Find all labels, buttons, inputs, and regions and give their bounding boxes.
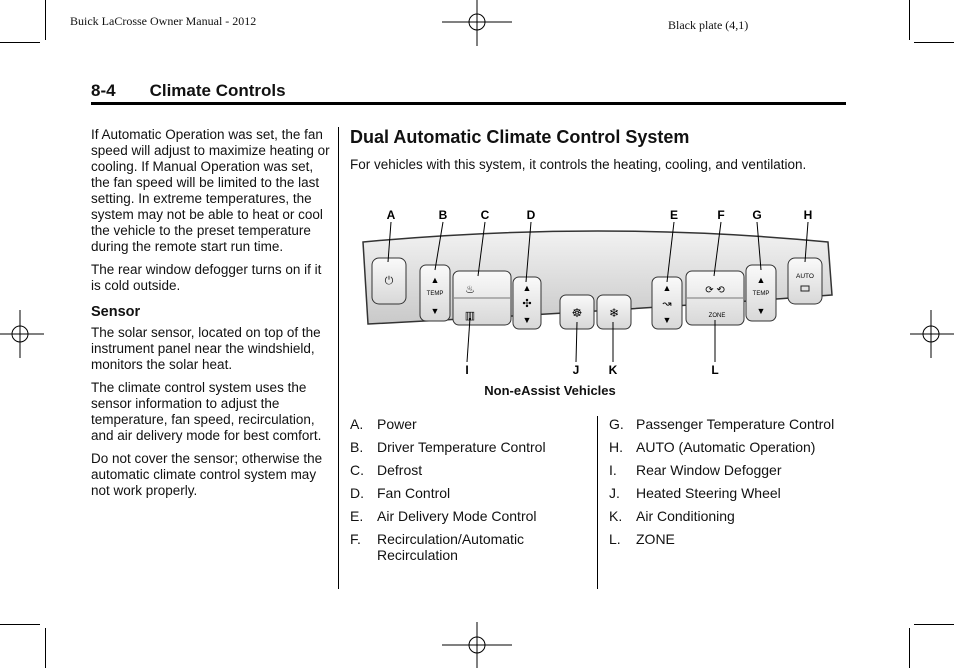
paragraph: Do not cover the sensor; otherwise the a… [91, 451, 323, 498]
section-heading: 8-4 Climate Controls [91, 81, 286, 101]
callout-label: C [481, 208, 490, 222]
intro-text: For vehicles with this system, it contro… [350, 157, 807, 172]
callout-label: D [527, 208, 536, 222]
power-button [371, 257, 407, 305]
callout-label: G [752, 208, 761, 222]
fan-button [512, 276, 542, 330]
manual-title: Buick LaCrosse Owner Manual - 2012 [70, 14, 257, 28]
section-title: Climate Controls [149, 81, 286, 100]
svg-text:▲: ▲ [663, 283, 672, 293]
legend-item: E.Air Delivery Mode Control [350, 508, 537, 524]
figure-caption: Non-eAssist Vehicles [484, 383, 616, 398]
svg-text:TEMP: TEMP [427, 291, 444, 297]
svg-text:▲: ▲ [523, 283, 532, 293]
system-title: Dual Automatic Climate Control System [350, 127, 690, 147]
legend-item: A.Power [350, 416, 417, 432]
legend-item: C.Defrost [350, 462, 423, 478]
svg-text:▥: ▥ [465, 310, 475, 322]
callout-label: I [465, 363, 468, 377]
svg-text:▲: ▲ [431, 275, 440, 285]
svg-text:☸: ☸ [572, 306, 583, 320]
legend-left: A.Power B.Driver Temperature Control C.D… [350, 416, 590, 570]
legend-item: L.ZONE [609, 531, 675, 547]
svg-text:▼: ▼ [431, 306, 440, 316]
legend-item: D.Fan Control [350, 485, 451, 501]
svg-text:▼: ▼ [523, 315, 532, 325]
legend-item: F.Recirculation/Automatic Recirculation [350, 531, 525, 563]
svg-text:ZONE: ZONE [709, 313, 726, 319]
svg-text:✣: ✣ [522, 298, 531, 310]
callout-label: B [439, 208, 448, 222]
legend-right: G.Passenger Temperature Control H.AUTO (… [609, 416, 849, 554]
svg-text:⏻: ⏻ [385, 274, 394, 287]
svg-text:▼: ▼ [757, 306, 766, 316]
legend-item: H.AUTO (Automatic Operation) [609, 439, 816, 455]
legend-item: G.Passenger Temperature Control [609, 416, 835, 432]
legend-item: J.Heated Steering Wheel [609, 485, 781, 501]
callout-label: J [573, 363, 580, 377]
callout-label: L [711, 363, 718, 377]
mode-button [651, 276, 683, 330]
svg-text:▲: ▲ [757, 275, 766, 285]
paragraph: The climate control system uses the sens… [91, 380, 322, 443]
left-column: If Automatic Operation was set, the fan … [91, 127, 331, 506]
callout-label: F [717, 208, 724, 222]
svg-text:TEMP: TEMP [753, 291, 770, 297]
section-number: 8-4 [91, 81, 116, 100]
heading-rule [91, 102, 846, 105]
svg-text:♨: ♨ [465, 284, 475, 296]
callout-label: E [670, 208, 678, 222]
svg-text:▼: ▼ [663, 315, 672, 325]
svg-text:AUTO: AUTO [796, 273, 814, 280]
svg-text:⟳ ⟲: ⟳ ⟲ [705, 285, 725, 296]
paragraph: The solar sensor, located on top of the … [91, 325, 321, 372]
callout-label: K [609, 363, 618, 377]
ac-button [596, 294, 632, 330]
legend-divider [597, 416, 598, 589]
auto-button [787, 257, 823, 305]
paragraph: The rear window defogger turns on if it … [91, 262, 322, 293]
plate-label: Black plate (4,1) [668, 18, 749, 32]
sensor-heading: Sensor [91, 304, 141, 320]
paragraph: If Automatic Operation was set, the fan … [91, 127, 330, 254]
driver-temp-button [419, 264, 451, 322]
svg-text:❄: ❄ [609, 306, 619, 320]
callout-label: H [804, 208, 813, 222]
callout-label: A [387, 208, 396, 222]
svg-text:↝: ↝ [662, 298, 671, 310]
legend-item: I.Rear Window Defogger [609, 462, 782, 478]
legend-item: K.Air Conditioning [609, 508, 735, 524]
column-divider [338, 127, 339, 589]
climate-panel-figure: ⏻ ▲ TEMP ▼ ♨ ▥ ▲ ✣ ▼ ☸ ❄ ▲ ↝ ▼ ⟳ ⟲ ZONE … [362, 208, 833, 377]
legend-item: B.Driver Temperature Control [350, 439, 546, 455]
